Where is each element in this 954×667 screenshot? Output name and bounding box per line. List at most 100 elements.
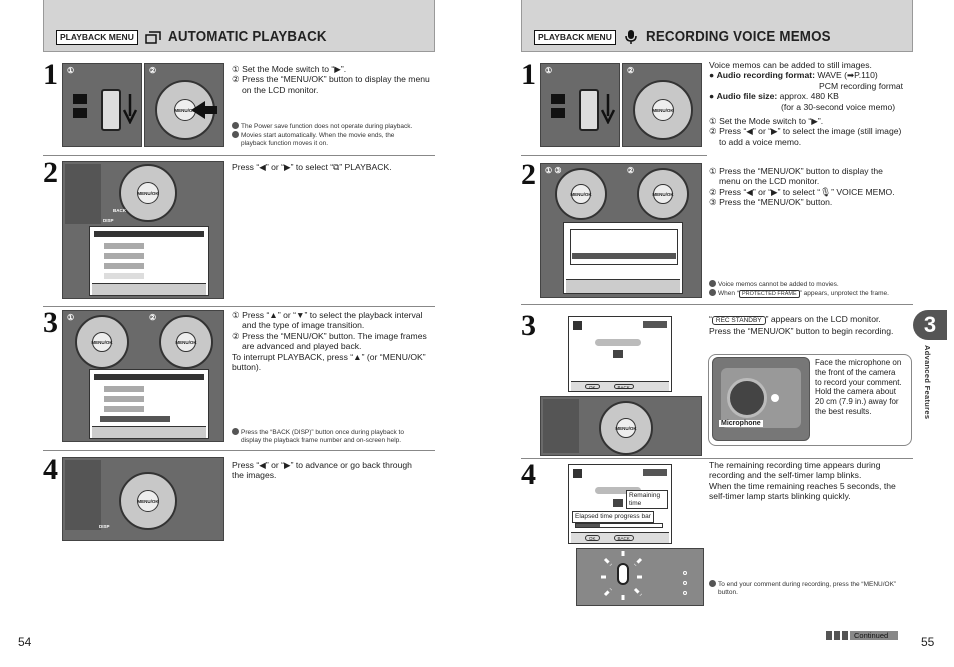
menu-row (104, 396, 144, 402)
mic-line2: the front of the camera (815, 367, 896, 377)
intro-text: Voice memos can be added to still images… (709, 60, 913, 147)
recording-screen: OK BACK (568, 464, 672, 544)
step3-line2: Press the “MENU/OK” button to begin reco… (709, 326, 894, 337)
step3-notes: Press the “BACK (DISP)” button once duri… (232, 428, 436, 445)
step2-line2: menu on the LCD monitor. (719, 176, 820, 187)
intro-step1a: ① Set the Mode switch to “▶”. (709, 116, 824, 127)
mic-text: Face the microphone on the front of the … (815, 358, 910, 417)
ok-label: OK (585, 535, 600, 541)
menu-row (104, 406, 144, 412)
multi-frame-icon (144, 30, 162, 44)
step-number-2: 2 (43, 156, 58, 189)
step-number-1: 1 (521, 58, 536, 91)
note-icon (232, 122, 239, 129)
self-timer-lamp (617, 563, 629, 585)
four-way-dial: MENU/OK (555, 168, 607, 220)
four-way-dial: MENU/OK (119, 164, 177, 222)
menu-row (104, 253, 144, 259)
indicator-dot (683, 571, 687, 575)
four-way-dial: MENU/OK (599, 401, 653, 455)
step4-notes: To end your comment during recording, pr… (709, 580, 913, 597)
intro-line1: Voice memos can be added to still images… (709, 60, 872, 70)
circle-label: ② (149, 66, 157, 75)
mic-line6: the best results. (815, 406, 872, 416)
step2-line3: ② Press “◀” or “▶” to select “🎙” VOICE M… (709, 186, 895, 197)
camera-mode-icon (73, 94, 87, 104)
step4-photo: MENU/OK DISP (62, 457, 224, 541)
step1-note3: playback function moves it on. (241, 140, 329, 147)
step3-dial-photo: MENU/OK (540, 396, 702, 456)
circle-label: ① (545, 66, 553, 75)
ok-label: OK (585, 384, 600, 390)
level-block (613, 350, 623, 358)
step1-photo-a: ① (62, 63, 142, 147)
step3-line4: are advanced and played back. (242, 341, 362, 352)
camera-mode-icon (551, 94, 565, 104)
audio-size: ● Audio file size: approx. 480 KB (709, 91, 839, 102)
status-bar (595, 339, 641, 346)
voice-memo-icon (573, 469, 582, 478)
circle-label: ② (627, 166, 635, 175)
divider (521, 458, 913, 459)
disp-label: DISP (103, 218, 114, 223)
step4-line1: Press “◀” or “▶” to advance or go back t… (232, 460, 412, 470)
step2-text: Press “◀” or “▶” to select “⧉” PLAYBACK. (232, 162, 392, 172)
step4-line3: When the time remaining reaches 5 second… (709, 480, 896, 491)
audio-size-value: approx. 480 KB (779, 91, 839, 102)
step4-line2: recording and the self-timer lamp blinks… (709, 470, 862, 481)
audio-size-value2: (for a 30-second voice memo) (781, 101, 896, 112)
button-guide-bar: OK BACK (571, 532, 669, 543)
quote-open: “ (709, 314, 712, 324)
lcd-bottom-bar (92, 283, 206, 295)
menu-ok-button: MENU/OK (570, 184, 592, 204)
step3-note2: display the playback frame number and on… (241, 437, 402, 444)
down-arrow-icon (123, 94, 137, 124)
menu-panel (570, 229, 678, 265)
protected-frame-badge: PROTECTED FRAME (738, 290, 800, 298)
mode-switch (579, 89, 599, 131)
intro-step1b: ② Press “◀” or “▶” to select the image (… (709, 126, 902, 137)
playback-mode-icon (551, 108, 565, 118)
mic-line4: Hold the camera about (815, 387, 896, 397)
rec-standby-badge-text: REC STANDBY (711, 316, 766, 325)
menu-ok-button: MENU/OK (615, 418, 637, 438)
back-label: BACK (613, 384, 634, 390)
divider (521, 304, 913, 305)
remaining-time-callout: Remaining time (626, 490, 668, 509)
mode-switch (101, 89, 121, 131)
step2-line1: ① Press the “MENU/OK” button to display … (709, 166, 883, 176)
circle-label: ① ③ (545, 166, 562, 175)
self-timer-lamp-photo (576, 548, 704, 606)
menu-ok-button: MENU/OK (137, 490, 159, 512)
disp-label: DISP (99, 524, 110, 529)
menu-ok-button: MENU/OK (652, 184, 674, 204)
step3-line1-end: ” appears on the LCD monitor. (765, 314, 881, 324)
progress-bar-fill (576, 524, 601, 527)
lcd-screen-dark (65, 460, 101, 530)
lcd-bottom-bar (566, 279, 680, 293)
audio-format: ● Audio recording format: WAVE (➡P.110) (709, 70, 878, 81)
step1-line1: ① Set the Mode switch to “▶”. (232, 64, 347, 74)
lcd-menu (89, 226, 209, 296)
step3-text: “REC STANDBY” appears on the LCD monitor… (709, 314, 913, 337)
step4-note2: button. (718, 589, 738, 596)
audio-format-value2: PCM recording format (819, 80, 904, 91)
menu-row (104, 243, 144, 249)
down-arrow-icon (601, 94, 615, 124)
lcd-screen-dark (65, 164, 101, 224)
rec-standby-badge (643, 321, 667, 328)
right-header: PLAYBACK MENU RECORDING VOICE MEMOS (521, 0, 913, 52)
note-icon (232, 131, 239, 138)
step2-text: ① Press the “MENU/OK” button to display … (709, 166, 913, 208)
step3-line6: button). (232, 362, 262, 373)
step-number-2: 2 (521, 158, 536, 191)
step4-line1: The remaining recording time appears dur… (709, 460, 881, 470)
lcd-screen-dark (543, 399, 579, 453)
microphone-spot (771, 394, 779, 402)
step2-photo: ① ③ ② MENU/OK MENU/OK (540, 163, 702, 298)
step3-text: ① Press “▲” or “▼” to select the playbac… (232, 310, 436, 372)
step2-notes: Voice memos cannot be added to movies. W… (709, 280, 913, 298)
circle-label-3: ③ (554, 166, 562, 175)
pointer-arrow-icon (191, 101, 217, 119)
circle-label-1: ① (545, 166, 553, 175)
